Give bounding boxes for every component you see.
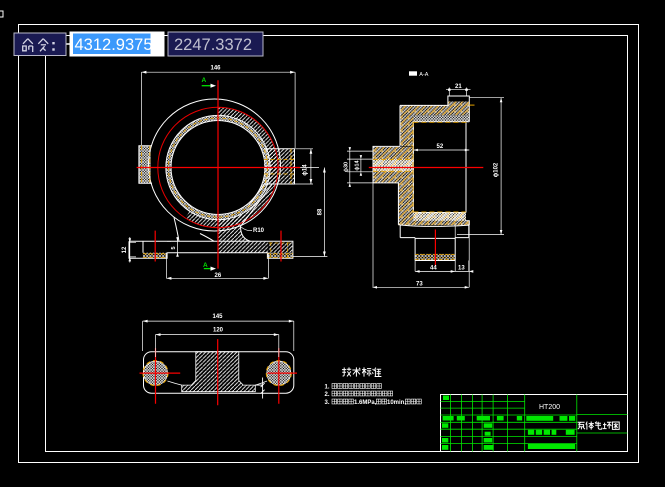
svg-text:52: 52 bbox=[437, 144, 444, 150]
svg-text:12: 12 bbox=[122, 246, 128, 253]
svg-text:ϕ30: ϕ30 bbox=[344, 162, 350, 172]
svg-text:73: 73 bbox=[416, 282, 423, 288]
svg-text:145: 145 bbox=[213, 314, 224, 320]
svg-text:5: 5 bbox=[171, 246, 177, 249]
svg-text:R10: R10 bbox=[253, 228, 265, 234]
svg-text:10min,: 10min, bbox=[387, 400, 406, 406]
svg-text:26: 26 bbox=[215, 273, 222, 279]
svg-text:44: 44 bbox=[430, 266, 437, 272]
svg-text:A: A bbox=[203, 262, 208, 269]
svg-text:A-A: A-A bbox=[419, 72, 429, 78]
svg-text:13: 13 bbox=[458, 266, 465, 272]
svg-text:ϕ14: ϕ14 bbox=[303, 164, 309, 176]
svg-text:88: 88 bbox=[318, 208, 324, 215]
svg-text:2247.3372: 2247.3372 bbox=[174, 36, 252, 54]
svg-text:A: A bbox=[202, 77, 207, 84]
svg-text:21: 21 bbox=[455, 84, 462, 90]
svg-text:4312.9375: 4312.9375 bbox=[75, 36, 153, 54]
svg-text:1.: 1. bbox=[325, 384, 330, 390]
svg-text:ϕ102: ϕ102 bbox=[494, 162, 500, 177]
svg-text:ϕ14: ϕ14 bbox=[355, 159, 361, 170]
svg-text:2.: 2. bbox=[325, 392, 330, 398]
svg-text:1.6MPa,: 1.6MPa, bbox=[354, 400, 377, 406]
svg-text:120: 120 bbox=[213, 328, 224, 334]
svg-text:146: 146 bbox=[211, 66, 222, 72]
svg-text:HT200: HT200 bbox=[539, 404, 560, 411]
svg-text:3.: 3. bbox=[325, 400, 330, 406]
